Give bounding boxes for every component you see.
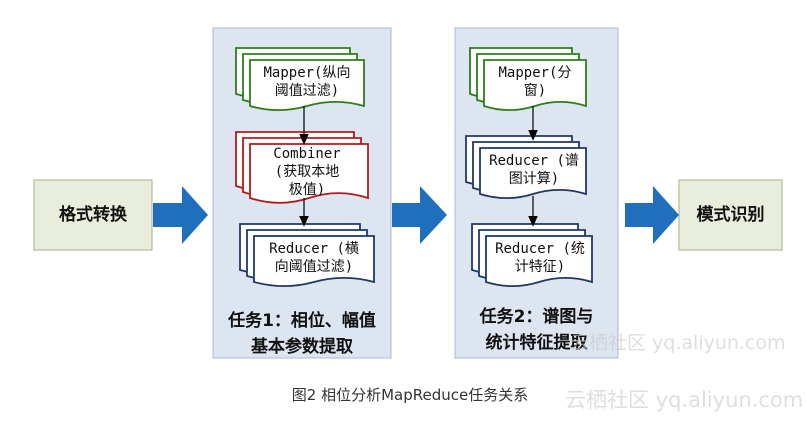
figure-caption: 图2 相位分析MapReduce任务关系 — [291, 386, 529, 404]
node-reducer-spectrum-label: Reducer (谱图计算) — [489, 153, 579, 187]
input-box-label: 格式转换 — [59, 205, 127, 225]
big-arrow-2 — [392, 186, 447, 244]
watermark-1: 云栖社区 yq.aliyun.com — [570, 332, 786, 354]
node-reducer-horizontal-filter-label: Reducer (横向阈值过滤) — [269, 241, 359, 275]
big-arrow-1 — [153, 186, 208, 244]
watermark-2: 云栖社区 yq.aliyun.com — [565, 388, 804, 412]
node-reducer-horizontal-filter-shape — [239, 223, 375, 288]
node-combiner-local-extremum-layer-3 — [249, 143, 369, 204]
node-reducer-spectrum-shape — [465, 135, 587, 200]
task2-label: 任务2：谱图与统计特征提取 — [479, 307, 594, 353]
node-reducer-statistics-shape — [471, 223, 593, 288]
node-mapper-window-shape — [469, 47, 587, 112]
node-combiner-local-extremum-label: Combiner(获取本地极值) — [273, 146, 341, 198]
big-arrow-3 — [625, 186, 679, 244]
node-mapper-vertical-filter-layer-3 — [249, 59, 365, 112]
node-combiner-local-extremum-shape — [235, 131, 369, 204]
input-box — [33, 179, 153, 251]
node-mapper-window-label: Mapper(分窗) — [498, 65, 572, 99]
node-mapper-window-layer-3 — [483, 59, 587, 112]
output-box-label: 模式识别 — [696, 205, 765, 225]
node-reducer-statistics-layer-3 — [485, 235, 593, 288]
node-mapper-vertical-filter-label: Mapper(纵向阈值过滤) — [263, 65, 351, 99]
output-box — [678, 179, 783, 251]
node-reducer-spectrum-layer-3 — [479, 147, 587, 200]
task1-label: 任务1：相位、幅值基本参数提取 — [228, 311, 376, 357]
node-reducer-horizontal-filter-layer-3 — [253, 235, 375, 288]
node-reducer-statistics-label: Reducer (统计特征) — [495, 241, 585, 275]
node-mapper-vertical-filter-shape — [235, 47, 365, 112]
